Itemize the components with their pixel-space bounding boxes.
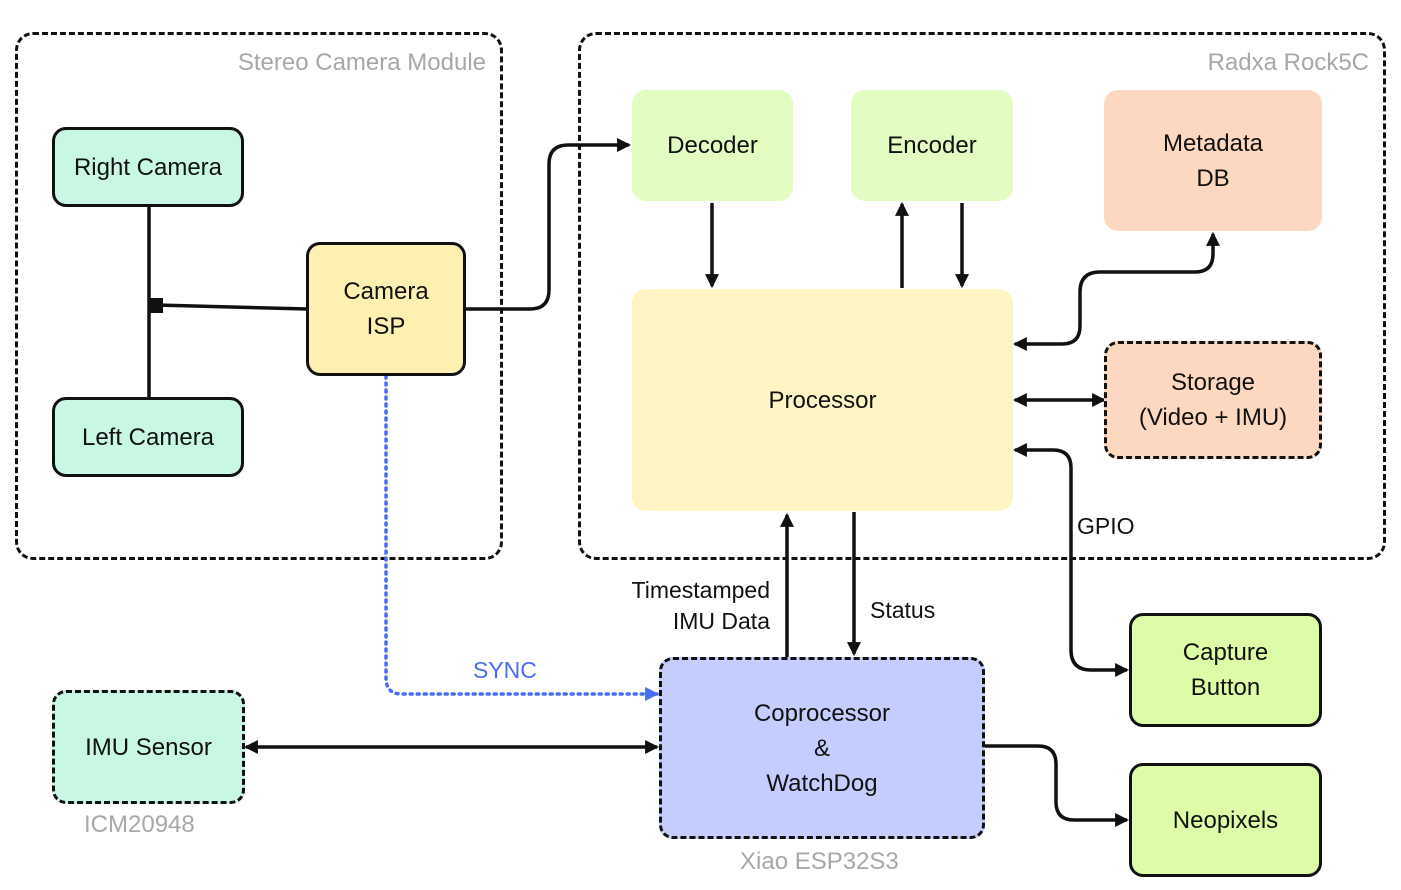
right-camera-label: Right Camera [73,153,223,181]
sync-label: SYNC [473,657,537,683]
status-label: Status [870,597,936,623]
timestamped-imu-label: Timestamped IMU Data [632,575,770,637]
coprocessor-label-line2: & [813,734,830,762]
stereo-camera-module-group: Stereo Camera Module [15,32,503,560]
processor-label: Processor [768,386,877,414]
capture-button-label-line1: Capture [1182,639,1269,666]
neopixels-node: Neopixels [1129,763,1322,877]
decoder-label: Decoder [667,132,758,159]
stereo-camera-module-label: Stereo Camera Module [237,49,486,76]
timestamped-label-line2: IMU Data [672,608,770,634]
imu-sensor-node: IMU Sensor [52,690,245,804]
coprocessor-label-line3: WatchDog [766,769,878,797]
coprocessor-watchdog-node: Coprocessor & WatchDog [659,657,985,839]
metadata-db-label-line2: DB [1196,164,1230,192]
radxa-rock5c-group: Radxa Rock5C [578,32,1386,560]
encoder-label: Encoder [887,132,977,159]
right-camera-node: Right Camera [52,127,244,207]
camera-bus-to-isp [155,303,308,311]
storage-label-line1: Storage [1170,369,1256,396]
processor-node: Processor [632,289,1013,511]
decoder-node: Decoder [632,90,793,201]
camera-isp-label-line2: ISP [366,313,406,340]
imu-part-label: ICM20948 [84,811,195,838]
timestamped-label-line1: Timestamped [631,577,770,603]
processor-capture-gpio-edge [1012,443,1130,677]
isp-to-decoder-edge [465,138,632,311]
bus-junction [148,298,163,313]
radxa-rock5c-label: Radxa Rock5C [1207,49,1369,76]
left-camera-node: Left Camera [52,397,244,477]
coprocessor-to-neopixels-edge [985,744,1130,827]
metadata-db-node: Metadata DB [1104,90,1322,231]
camera-isp-label-line1: Camera [343,278,429,305]
imu-sensor-label: IMU Sensor [85,733,212,761]
left-camera-label: Left Camera [81,423,215,451]
capture-button-node: Capture Button [1129,613,1322,727]
metadata-db-label-line1: Metadata [1162,129,1264,157]
processor-metadata-edge [1012,231,1220,351]
coprocessor-label-line1: Coprocessor [753,699,891,727]
isp-sync-edge [384,374,660,701]
encoder-node: Encoder [851,90,1013,201]
capture-button-label-line2: Button [1190,674,1261,701]
camera-isp-node: Camera ISP [306,242,466,376]
storage-node: Storage (Video + IMU) [1104,341,1322,459]
neopixels-label: Neopixels [1172,806,1279,834]
storage-label-line2: (Video + IMU) [1138,404,1288,431]
gpio-label: GPIO [1077,513,1135,539]
xiao-esp32s3-label: Xiao ESP32S3 [740,848,899,875]
